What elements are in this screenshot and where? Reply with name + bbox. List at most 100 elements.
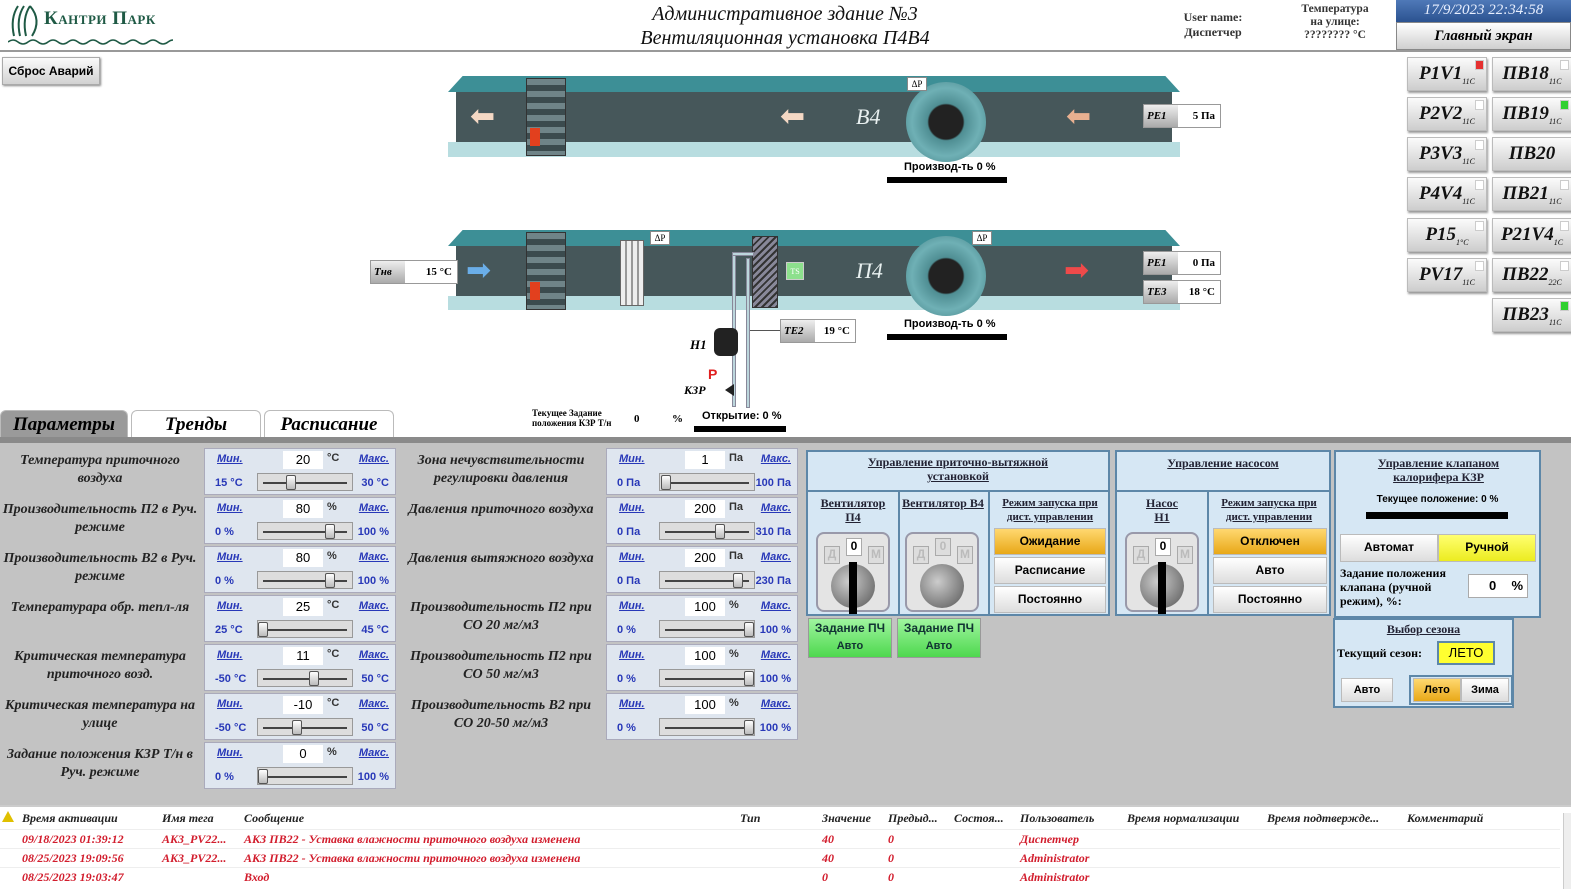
min-link[interactable]: Мин. — [619, 698, 645, 710]
parameter-input[interactable]: -10 — [283, 696, 323, 714]
parameter-input[interactable]: 200 — [685, 549, 725, 567]
alarm-column-header[interactable]: Состоя... — [954, 811, 1004, 825]
valve-auto-button[interactable]: Автомат — [1340, 534, 1438, 562]
parameter-input[interactable]: 80 — [283, 549, 323, 567]
min-link[interactable]: Мин. — [217, 502, 243, 514]
vfd-supply-button[interactable]: Задание ПЧ Авто — [808, 618, 892, 658]
parameter-slider[interactable] — [659, 522, 755, 540]
min-link[interactable]: Мин. — [619, 453, 645, 465]
alarm-column-header[interactable]: Предыд... — [888, 811, 938, 825]
parameter-slider[interactable] — [257, 620, 353, 638]
damper-actuator-icon[interactable] — [530, 282, 540, 300]
max-link[interactable]: Макс. — [760, 502, 791, 514]
season-auto-button[interactable]: Авто — [1341, 678, 1393, 702]
unit-nav-button[interactable]: P2V211C — [1407, 97, 1487, 131]
slider-thumb[interactable] — [285, 475, 296, 490]
min-link[interactable]: Мин. — [619, 600, 645, 612]
min-link[interactable]: Мин. — [217, 698, 243, 710]
max-link[interactable]: Макс. — [358, 747, 389, 759]
unit-nav-button[interactable]: P4V411C — [1407, 177, 1487, 211]
parameter-input[interactable]: 1 — [685, 451, 725, 469]
slider-thumb[interactable] — [325, 573, 336, 588]
pump-switch[interactable]: Д 0 М — [1125, 532, 1199, 614]
min-link[interactable]: Мин. — [619, 551, 645, 563]
parameter-slider[interactable] — [659, 571, 755, 589]
alarm-column-header[interactable]: Время подтвержде... — [1267, 811, 1380, 825]
slider-thumb[interactable] — [325, 524, 336, 539]
parameter-slider[interactable] — [659, 669, 755, 687]
min-link[interactable]: Мин. — [619, 649, 645, 661]
slider-thumb[interactable] — [744, 720, 754, 735]
pump-mode-off-button[interactable]: Отключен — [1213, 528, 1327, 555]
exhaust-fan-icon[interactable] — [906, 82, 986, 162]
parameter-input[interactable]: 11 — [283, 647, 323, 665]
alarm-scrollbar[interactable] — [1563, 813, 1571, 889]
min-link[interactable]: Мин. — [217, 600, 243, 612]
tab-parameters[interactable]: Параметры — [0, 410, 128, 438]
min-link[interactable]: Мин. — [619, 502, 645, 514]
slider-thumb[interactable] — [733, 573, 744, 588]
max-link[interactable]: Макс. — [760, 453, 791, 465]
max-link[interactable]: Макс. — [358, 649, 389, 661]
pump-icon[interactable] — [714, 328, 738, 356]
alarm-column-header[interactable]: Имя тега — [162, 811, 214, 825]
unit-nav-button[interactable]: ПВ1811C — [1492, 57, 1571, 91]
unit-nav-button[interactable]: P21V41C — [1492, 218, 1571, 252]
main-screen-button[interactable]: Главный экран — [1396, 22, 1571, 50]
pump-mode-constant-button[interactable]: Постоянно — [1213, 586, 1327, 613]
max-link[interactable]: Макс. — [760, 551, 791, 563]
slider-thumb[interactable] — [714, 524, 725, 539]
parameter-slider[interactable] — [659, 473, 755, 491]
max-link[interactable]: Макс. — [358, 502, 389, 514]
alarm-column-header[interactable]: Время активации — [22, 811, 118, 825]
max-link[interactable]: Макс. — [358, 698, 389, 710]
tab-schedule[interactable]: Расписание — [264, 410, 394, 438]
min-link[interactable]: Мин. — [217, 747, 243, 759]
unit-nav-button[interactable]: ПВ2311C — [1492, 298, 1571, 332]
pump-mode-auto-button[interactable]: Авто — [1213, 557, 1327, 584]
supply-fan-icon[interactable] — [906, 236, 986, 316]
min-link[interactable]: Мин. — [217, 551, 243, 563]
parameter-slider[interactable] — [257, 767, 353, 785]
parameter-slider[interactable] — [257, 473, 353, 491]
reset-alarms-button[interactable]: Сброс Аварий — [2, 57, 100, 85]
slider-thumb[interactable] — [309, 671, 320, 686]
unit-nav-button[interactable]: ПВ2222C — [1492, 258, 1571, 292]
fan-supply-switch[interactable]: Д 0 М — [816, 532, 890, 614]
parameter-slider[interactable] — [257, 718, 353, 736]
season-summer-button[interactable]: Лето — [1413, 678, 1461, 702]
unit-nav-button[interactable]: ПВ2111C — [1492, 177, 1571, 211]
parameter-input[interactable]: 200 — [685, 500, 725, 518]
parameter-slider[interactable] — [659, 620, 755, 638]
valve-manual-button[interactable]: Ручной — [1438, 534, 1536, 562]
slider-thumb[interactable] — [660, 475, 671, 490]
min-link[interactable]: Мин. — [217, 453, 243, 465]
unit-nav-button[interactable]: P3V311C — [1407, 137, 1487, 171]
max-link[interactable]: Макс. — [760, 698, 791, 710]
unit-nav-button[interactable]: PV1711C — [1407, 258, 1487, 292]
slider-thumb[interactable] — [744, 671, 754, 686]
parameter-slider[interactable] — [659, 718, 755, 736]
slider-thumb[interactable] — [258, 769, 268, 784]
slider-thumb[interactable] — [744, 622, 754, 637]
max-link[interactable]: Макс. — [760, 649, 791, 661]
fan-exhaust-switch[interactable]: Д 0 М — [905, 532, 979, 612]
parameter-slider[interactable] — [257, 571, 353, 589]
damper-actuator-icon[interactable] — [530, 128, 540, 146]
ahu-mode-schedule-button[interactable]: Расписание — [994, 557, 1106, 584]
parameter-input[interactable]: 100 — [685, 696, 725, 714]
unit-nav-button[interactable]: P151°C — [1407, 218, 1487, 252]
valve-setpoint-input[interactable]: 0 % — [1468, 574, 1528, 598]
alarm-column-header[interactable]: Сообщение — [244, 811, 305, 825]
tab-trends[interactable]: Тренды — [131, 410, 261, 438]
unit-nav-button[interactable]: ПВ20 — [1492, 137, 1571, 171]
slider-thumb[interactable] — [258, 622, 268, 637]
parameter-input[interactable]: 25 — [283, 598, 323, 616]
alarm-column-header[interactable]: Пользователь — [1020, 811, 1095, 825]
max-link[interactable]: Макс. — [760, 600, 791, 612]
parameter-input[interactable]: 20 — [283, 451, 323, 469]
unit-nav-button[interactable]: P1V111C — [1407, 57, 1487, 91]
